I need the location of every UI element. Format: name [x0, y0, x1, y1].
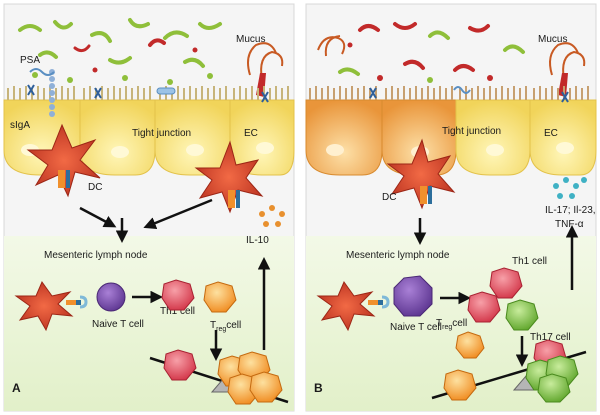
panel-b-epithelium	[305, 86, 597, 176]
panel-a-arrow-dc-left	[79, 206, 117, 228]
panel-a: PSA sIgA Mucus Tight junction EC DC IL-1…	[3, 3, 295, 412]
panel-b-th1-label: Th1 cell	[512, 256, 547, 267]
panel-a-il10-dots	[259, 205, 285, 227]
panel-a-treg-label: Tregcell	[210, 320, 241, 333]
panel-a-siga-chain	[27, 68, 269, 117]
cytokines-label-line1: IL-17; Il-23,	[545, 205, 596, 216]
panel-a-seesaw	[149, 349, 289, 405]
psa-label: PSA	[20, 55, 40, 66]
panel-a-letter: A	[12, 381, 21, 395]
panel-a-dc-left	[26, 123, 101, 198]
panel-a-th1-cell	[161, 279, 195, 311]
panel-a-dc-lymph	[14, 280, 88, 332]
panel-b-naive-t-label: Naive T cell	[390, 322, 442, 333]
panel-a-mucus-layer	[18, 18, 284, 97]
panel-b-mucus-layer	[317, 22, 586, 97]
panel-b-treg-label: Tregcell	[436, 318, 467, 331]
panel-a-arrow-dc-right	[143, 198, 213, 229]
panel-b-naive-t-cell	[393, 275, 433, 317]
panel-b-letter: B	[314, 381, 323, 395]
panel-b-lymph-node-label: Mesenteric lymph node	[346, 250, 450, 261]
panel-a-treg-cell	[203, 281, 237, 313]
panel-a-th1-label: Th1 cell	[160, 306, 195, 317]
panel-b-dc-label: DC	[382, 192, 396, 203]
siga-label: sIgA	[10, 120, 30, 131]
panel-b-th1-cells	[455, 267, 539, 359]
panel-b-dc-lymph	[316, 280, 390, 332]
panel-b-mucus-label: Mucus	[538, 34, 567, 45]
panel-b: Mucus Tight junction EC DC IL-17; Il-23,…	[305, 3, 597, 412]
panel-a-lymph-node-label: Mesenteric lymph node	[44, 250, 148, 261]
panel-a-dc-label: DC	[88, 182, 102, 193]
il10-label: IL-10	[246, 235, 269, 246]
panel-b-seesaw	[431, 339, 587, 403]
panel-b-cytokine-dots	[553, 177, 587, 199]
panel-a-tight-junction-label: Tight junction	[132, 128, 191, 139]
panel-b-ec-label: EC	[544, 128, 558, 139]
panel-b-tight-junction-label: Tight junction	[442, 126, 501, 137]
panel-a-ec-label: EC	[244, 128, 258, 139]
panel-b-th17-label: Th17 cell	[530, 332, 571, 343]
panel-a-naive-t-cell	[96, 282, 126, 312]
panel-a-dc-right	[194, 140, 264, 214]
panel-a-mucus-label: Mucus	[236, 34, 265, 45]
panel-b-dc	[386, 138, 456, 210]
cytokines-label-line2: TNF-α	[555, 219, 584, 230]
panel-a-naive-t-label: Naive T cell	[92, 319, 144, 330]
